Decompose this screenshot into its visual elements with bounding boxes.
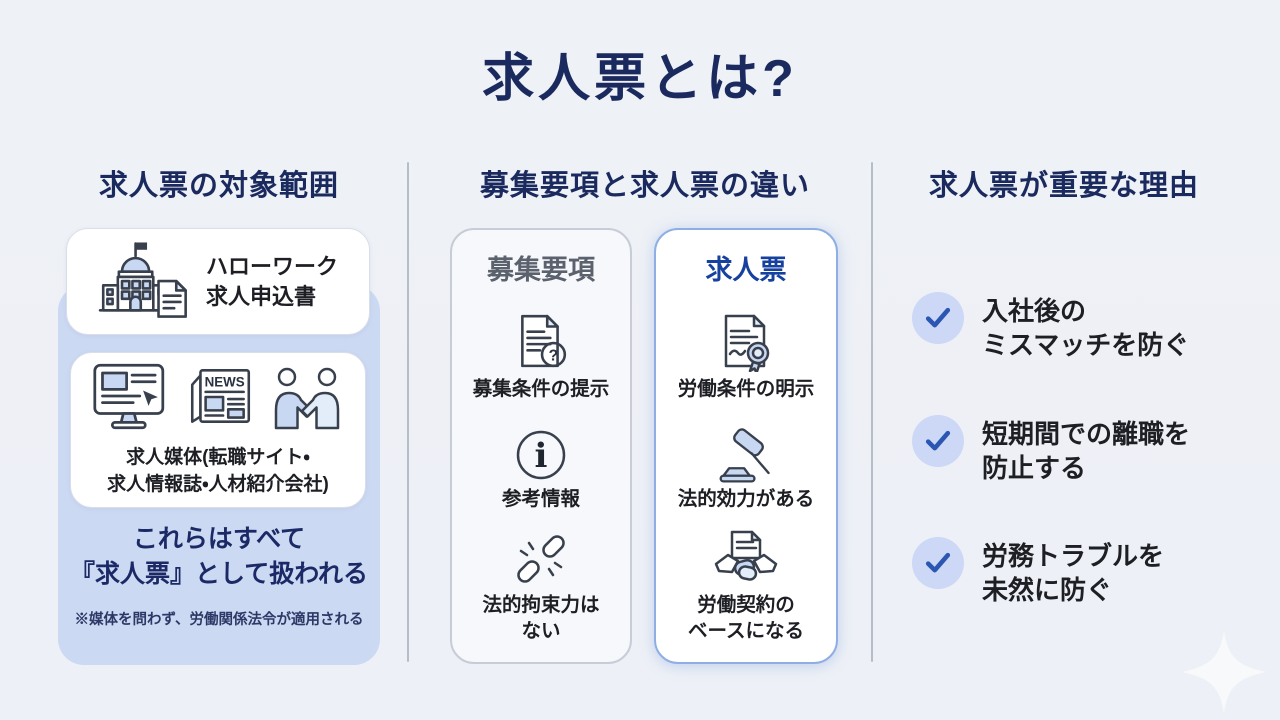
gavel-icon [656, 428, 836, 486]
contract-handshake-icon [656, 530, 836, 590]
question-glyph: ? [549, 348, 558, 365]
importance-item: 短期間での離職を 防止する [912, 415, 1190, 486]
boshu-yoko-card: 募集要項 ? 募集条件の提示 i [450, 228, 632, 664]
media-label: 求人媒体(転職サイト・ 求人情報誌・人材紹介会社) [107, 446, 329, 495]
newspaper-icon: NEWS [183, 364, 257, 435]
importance-item1-text: 入社後の ミスマッチを防ぐ [982, 296, 1190, 361]
media-card: NEWS [70, 352, 366, 508]
boshu-card-title: 募集要項 [487, 255, 595, 285]
kyujin-card-title: 求人票 [705, 255, 787, 285]
boshu-item3-label: 法的拘束力は ない [482, 594, 600, 643]
sparkle-watermark-icon [1182, 630, 1266, 719]
scope-conclusion: これらはすべて 『求人票』として扱われる [69, 525, 368, 588]
info-icon: i [452, 428, 630, 482]
check-icon [912, 537, 964, 589]
section-scope: 求人票の対象範囲 [58, 162, 380, 668]
importance-item: 労務トラブルを 未然に防ぐ [912, 537, 1164, 608]
boshu-item2-label: 参考情報 [501, 488, 580, 510]
hello-work-label: ハローワーク 求人申込書 [205, 253, 338, 309]
page-title: 求人票とは? [482, 50, 798, 108]
section-importance: 求人票が重要な理由 入社後の ミスマッチを防ぐ 短期間での離職を 防止する 労務… [896, 162, 1232, 668]
broken-link-icon [452, 530, 630, 588]
importance-item2-text: 短期間での離職を 防止する [982, 419, 1191, 484]
handshake-people-icon [269, 364, 345, 435]
boshu-item1-label: 募集条件の提示 [472, 378, 610, 400]
importance-item: 入社後の ミスマッチを防ぐ [912, 292, 1189, 363]
document-question-icon: ? [452, 312, 630, 370]
info-glyph: i [535, 436, 548, 476]
kyujin-item2-label: 法的効力がある [677, 488, 815, 510]
news-icon-label: NEWS [205, 375, 245, 390]
column-divider [407, 162, 409, 662]
scope-heading: 求人票の対象範囲 [98, 170, 339, 202]
section-comparison: 募集要項と求人票の違い 募集要項 ? 募集条件の提示 [440, 162, 850, 668]
comparison-heading: 募集要項と求人票の違い [479, 170, 810, 202]
monitor-icon [91, 362, 171, 435]
column-divider [871, 162, 873, 662]
kyujin-item3-label: 労働契約の ベースになる [687, 594, 805, 643]
media-icons: NEWS [91, 362, 345, 435]
kyujin-item1-label: 労働条件の明示 [677, 378, 815, 400]
check-icon [912, 415, 964, 467]
scope-note: ※媒体を問わず、労働関係法令が適用される [74, 612, 364, 628]
government-building-document-icon [98, 239, 194, 324]
certificate-icon [656, 312, 836, 372]
check-icon [912, 292, 964, 344]
importance-heading: 求人票が重要な理由 [928, 170, 1199, 202]
importance-item3-text: 労務トラブルを 未然に防ぐ [982, 541, 1165, 606]
hello-work-card: ハローワーク 求人申込書 [66, 228, 370, 335]
kyujin-hyo-card: 求人票 労働条件の明示 [654, 228, 838, 664]
